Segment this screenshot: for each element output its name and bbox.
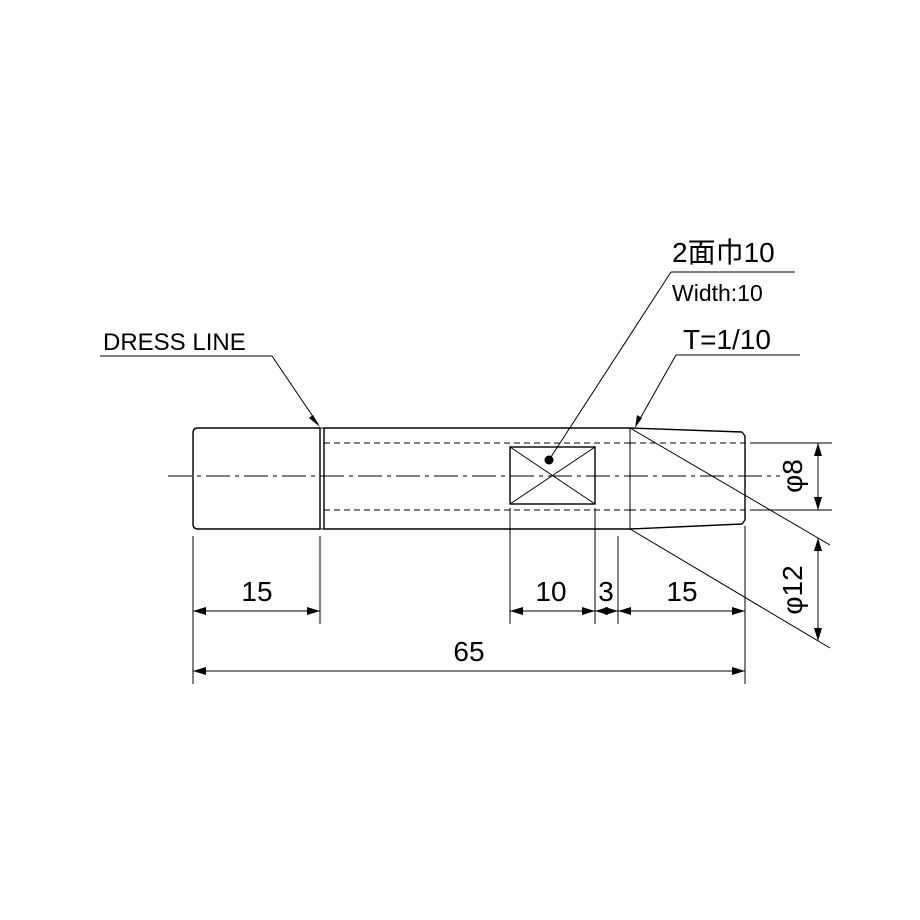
phi12-ext-bottom <box>629 528 831 649</box>
width-jp-label: 2面巾10 <box>672 237 775 268</box>
dim-overall-arrow-b <box>732 667 745 675</box>
dim-left-15-arrow-a <box>193 607 206 615</box>
wrench-flat-cross-b <box>509 446 596 505</box>
dim-10-arrow-a <box>510 607 523 615</box>
taper-callout-leader <box>636 354 677 425</box>
dim-left-15-label: 15 <box>241 576 272 607</box>
dim-overall-arrow-a <box>193 667 206 675</box>
taper-label: T=1/10 <box>683 324 771 355</box>
wrench-flat-rect <box>509 446 596 505</box>
dim-left-15: 15 <box>193 576 320 615</box>
dress-line-label: DRESS LINE <box>103 329 246 356</box>
width-en-label: Width:10 <box>672 280 763 306</box>
dim-taper-15-label: 15 <box>666 576 697 607</box>
phi8-arrow-top <box>814 443 822 456</box>
phi8-arrow-bottom <box>814 497 822 510</box>
dim-3-arrow-b <box>605 607 618 615</box>
dim-3-arrow-a <box>595 607 608 615</box>
dim-overall-65: 65 <box>193 636 745 675</box>
dim-gap-3-label: 3 <box>598 576 614 607</box>
dim-flat-10-label: 10 <box>535 576 566 607</box>
phi8-label: φ8 <box>777 459 808 493</box>
dress-line-callout: DRESS LINE <box>100 329 320 427</box>
wrench-flat <box>509 446 596 505</box>
dress-line-leader <box>271 355 319 425</box>
width-callout-leader <box>548 271 672 461</box>
phi12-arrow-bottom <box>814 628 822 641</box>
hidden-bore <box>324 442 745 511</box>
dim-left-15-arrow-b <box>307 607 320 615</box>
dim-10-arrow-b <box>582 607 595 615</box>
dress-line-arrowhead <box>309 415 320 427</box>
phi12-ext-top <box>629 427 831 546</box>
left-section-outline <box>192 427 320 530</box>
taper-callout: T=1/10 <box>635 324 800 428</box>
part-outline <box>192 427 746 530</box>
extension-lines <box>192 508 746 684</box>
phi8-dimension: φ8 <box>750 442 832 511</box>
dim-overall-label: 65 <box>453 636 484 667</box>
phi12-dimension: φ12 <box>629 427 831 649</box>
dim-15-arrow-b <box>732 607 745 615</box>
dim-15-arrow-a <box>618 607 631 615</box>
phi12-label: φ12 <box>777 565 808 614</box>
dim-right-chain: 10 3 15 <box>510 576 745 615</box>
taper-top-edge <box>629 427 743 433</box>
taper-chamfer-bottom <box>741 519 746 525</box>
taper-bottom-edge <box>629 523 743 530</box>
width-callout: 2面巾10 Width:10 <box>548 237 795 461</box>
taper-chamfer-top <box>741 431 746 437</box>
taper-arrowhead <box>635 415 642 428</box>
phi12-arrow-top <box>814 538 822 551</box>
